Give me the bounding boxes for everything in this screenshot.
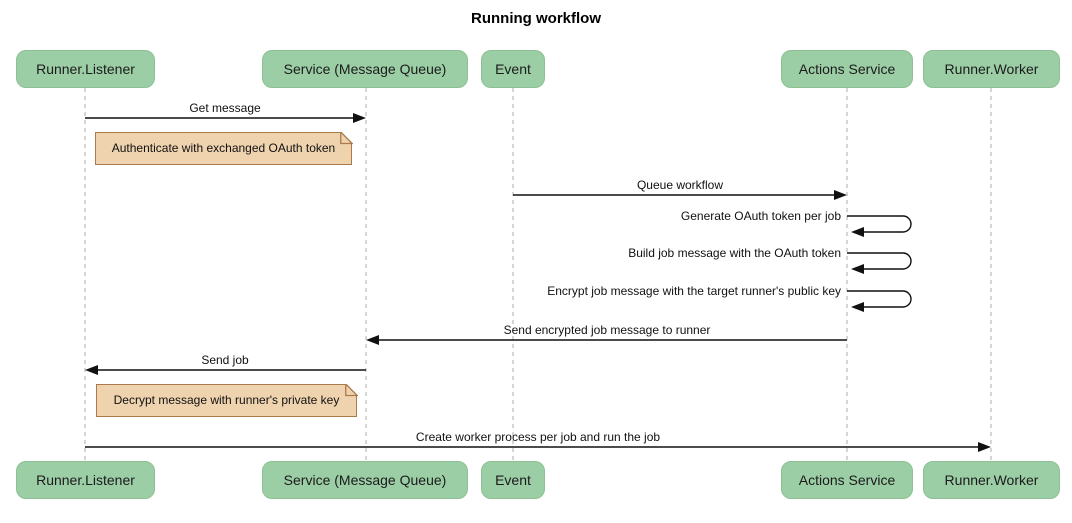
note-fold-icon <box>340 131 353 144</box>
note-decrypt-private-key: Decrypt message with runner's private ke… <box>96 383 358 417</box>
note-fold-icon <box>345 383 358 396</box>
arrow-self-build-job-message <box>847 252 912 274</box>
participant-label: Actions Service <box>798 61 896 77</box>
participant-bottom-runner-worker: Runner.Worker <box>923 461 1060 499</box>
message-label-send-job: Send job <box>201 353 249 367</box>
arrow-self-encrypt-job-message <box>847 290 912 312</box>
participant-label: Runner.Worker <box>944 61 1039 77</box>
arrow-queue-workflow <box>513 190 847 200</box>
participant-label: Event <box>495 61 531 77</box>
message-label-create-worker-process: Create worker process per job and run th… <box>415 430 661 444</box>
participant-label: Runner.Worker <box>944 472 1039 488</box>
participant-label: Service (Message Queue) <box>283 472 447 488</box>
participant-top-runner-listener: Runner.Listener <box>16 50 155 88</box>
message-label-send-encrypted-job-message: Send encrypted job message to runner <box>503 323 711 337</box>
participant-label: Actions Service <box>798 472 896 488</box>
participant-bottom-event: Event <box>481 461 545 499</box>
participant-label: Runner.Listener <box>36 61 135 77</box>
message-label-build-job-message: Build job message with the OAuth token <box>628 246 841 260</box>
note-background <box>96 384 357 417</box>
participant-top-actions-service: Actions Service <box>781 50 913 88</box>
note-background <box>95 132 352 165</box>
arrow-send-job <box>85 365 366 375</box>
diagram-title: Running workflow <box>471 10 601 27</box>
arrow-get-message <box>85 113 366 123</box>
message-label-encrypt-job-message: Encrypt job message with the target runn… <box>547 284 841 298</box>
participant-label: Service (Message Queue) <box>283 61 447 77</box>
arrow-create-worker-process <box>85 442 991 452</box>
participant-bottom-service-message-queue: Service (Message Queue) <box>262 461 468 499</box>
participant-top-event: Event <box>481 50 545 88</box>
participant-bottom-runner-listener: Runner.Listener <box>16 461 155 499</box>
participant-top-service-message-queue: Service (Message Queue) <box>262 50 468 88</box>
arrow-self-generate-oauth-token <box>847 215 912 237</box>
participant-bottom-actions-service: Actions Service <box>781 461 913 499</box>
note-authenticate-oauth: Authenticate with exchanged OAuth token <box>95 131 353 165</box>
message-label-get-message: Get message <box>189 101 261 115</box>
message-label-queue-workflow: Queue workflow <box>636 178 724 192</box>
participant-label: Runner.Listener <box>36 472 135 488</box>
note-text: Decrypt message with runner's private ke… <box>113 393 340 407</box>
message-label-generate-oauth-token: Generate OAuth token per job <box>680 209 841 223</box>
lifelines <box>84 88 992 461</box>
participant-top-runner-worker: Runner.Worker <box>923 50 1060 88</box>
participant-label: Event <box>495 472 531 488</box>
note-text: Authenticate with exchanged OAuth token <box>111 141 336 155</box>
message-arrows <box>85 113 991 452</box>
arrow-send-encrypted-job-message <box>366 335 847 345</box>
